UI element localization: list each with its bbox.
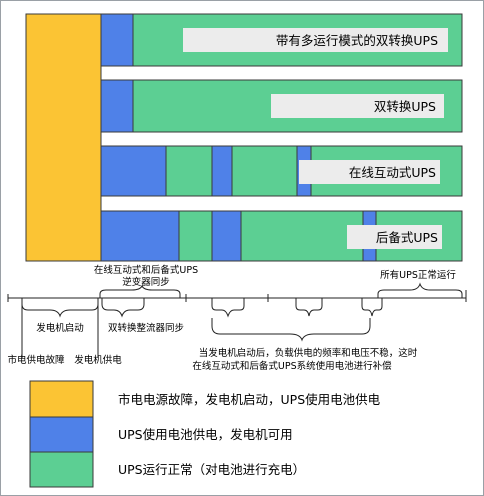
utility-fail-label: 市电供电故障 [7,354,65,366]
row-double-conversion: 双转换UPS [100,79,463,133]
legend-label-yellow: 市电电源故障，发电机启动，UPS使用电池供电 [118,392,381,407]
legend-label-green: UPS运行正常（对电池进行充电） [118,462,305,477]
timeline-brackets [7,282,467,358]
row4-seg3 [211,210,242,262]
row2-label-box [271,94,444,118]
legend-swatch-blue [29,416,94,453]
gen-start-label: 发电机启动 [36,322,84,334]
gen-supply-label: 发电机供电 [74,354,122,366]
legend-swatch-green [29,451,94,488]
compensate-label-1: 当发电机启动后，负载供电的频率和电压不稳，这时 [199,347,418,359]
row4-label-box [347,225,442,249]
row3-seg3 [211,145,233,197]
row4-seg4 [240,210,364,262]
top-sync-label: 在线互动式和后备式UPS [94,264,198,276]
row3-seg2 [165,145,213,197]
row1-label: 带有多运行模式的双转换UPS [276,33,438,48]
row2-label: 双转换UPS [374,99,436,114]
row4-seg2 [178,210,213,262]
row4-seg1 [100,210,180,262]
legend: 市电电源故障，发电机启动，UPS使用电池供电 UPS使用电池供电，发电机可用 U… [29,380,381,488]
row3-seg1 [100,145,167,197]
rectifier-sync-label: 双转换整流器同步 [108,322,184,334]
row3-label: 在线互动式UPS [349,165,436,180]
row-line-interactive: 在线互动式UPS [100,145,463,197]
row1-label-box [183,28,448,52]
row3-seg4 [231,145,298,197]
row3-label-box [299,160,440,184]
legend-label-blue: UPS使用电池供电，发电机可用 [118,427,293,442]
row1-blue [100,13,134,67]
row4-label: 后备式UPS [376,230,438,245]
all-normal-label: 所有UPS正常运行 [380,269,456,281]
row2-blue [100,79,134,133]
top-sync-label-2: 逆变器同步 [122,276,170,288]
utility-failure-block [25,13,102,262]
row-standby: 后备式UPS [100,210,463,262]
row-multimode-double-conversion: 带有多运行模式的双转换UPS [100,13,463,67]
compensate-label-2: 在线互动式和后备式UPS系统使用电池进行补偿 [192,360,392,372]
legend-swatch-yellow [29,380,94,419]
